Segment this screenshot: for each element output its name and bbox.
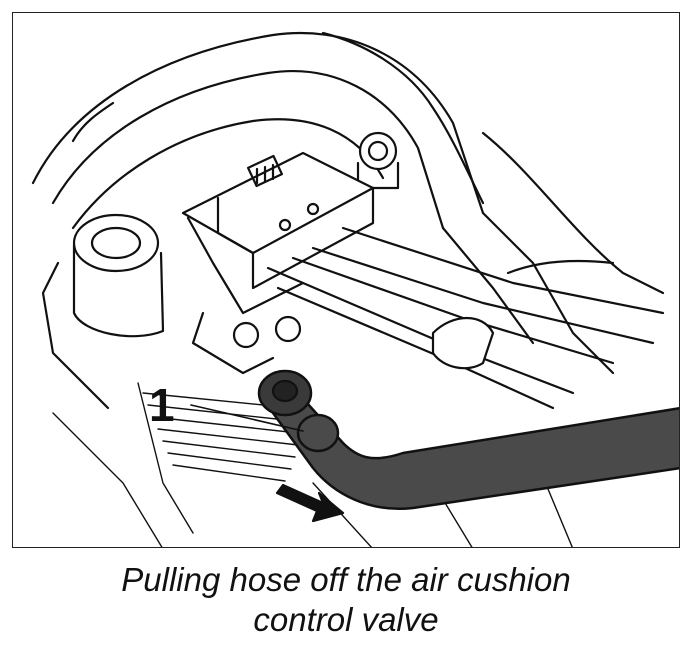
caption-line-2: control valve — [253, 601, 439, 638]
housing-outline — [31, 31, 665, 375]
illustration-frame: 1 — [12, 12, 680, 548]
valve-illustration: 1 — [31, 31, 679, 547]
callout-number: 1 — [149, 379, 175, 431]
top-screw — [356, 131, 400, 190]
valve-connector — [181, 151, 375, 375]
hose — [257, 369, 679, 511]
figure-caption: Pulling hose off the air cushion control… — [0, 560, 692, 640]
callout-leader — [190, 404, 304, 432]
caption-line-1: Pulling hose off the air cushion — [121, 561, 571, 598]
wire-bundle — [266, 226, 665, 410]
arrow-pull-direction-icon — [275, 483, 345, 523]
left-mount — [41, 213, 165, 410]
